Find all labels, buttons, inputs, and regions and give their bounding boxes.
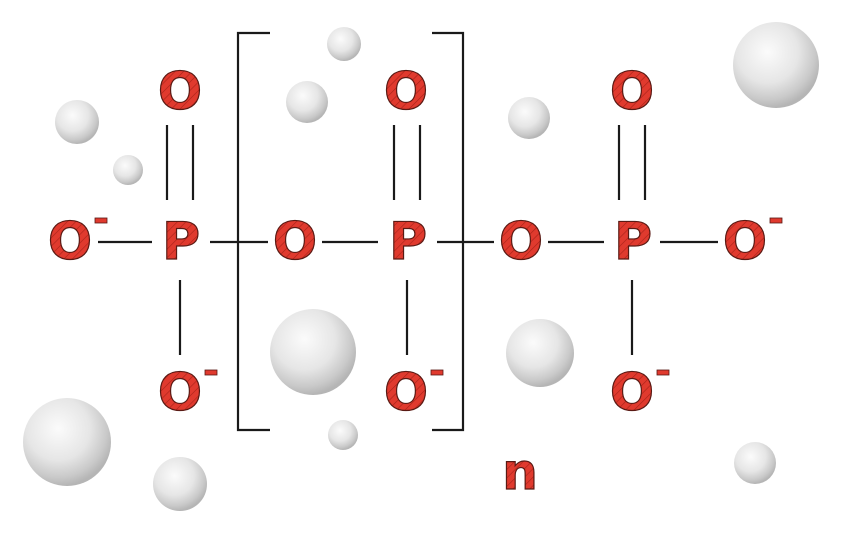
phosphorus-atom: P [389,212,427,272]
sphere [506,319,574,387]
sphere [55,100,99,144]
minus-charge-icon [204,369,218,376]
phosphorus-atom: P [614,212,652,272]
right-bracket [432,31,465,432]
sphere [23,398,111,486]
sphere [328,420,358,450]
sphere [327,27,361,61]
oxygen-anion: O [48,212,92,272]
oxygen-atom: O [273,212,317,272]
minus-charge-icon [656,369,670,376]
sphere [270,309,356,395]
sphere [508,97,550,139]
background-spheres [23,22,819,511]
sphere [734,442,776,484]
sphere [113,155,143,185]
atoms: O O O O P O P O P O O O O n [47,61,767,501]
oxygen-atom: O [499,212,543,272]
oxygen-atom: O [610,62,654,122]
oxygen-anion: O [723,212,767,272]
oxygen-anion: O [158,363,202,423]
repeat-brackets [236,31,465,432]
minus-charge-icon [94,217,108,224]
sphere [153,457,207,511]
negative-charges [94,217,783,376]
minus-charge-icon [430,369,444,376]
minus-charge-icon [769,217,783,224]
sphere [286,81,328,123]
left-bracket [236,31,270,432]
phosphorus-atom: P [162,212,200,272]
oxygen-anion: O [610,363,654,423]
oxygen-anion: O [384,363,428,423]
repeat-subscript-n: n [502,443,538,501]
sphere [733,22,819,108]
oxygen-atom: O [158,62,202,122]
oxygen-atom: O [384,62,428,122]
